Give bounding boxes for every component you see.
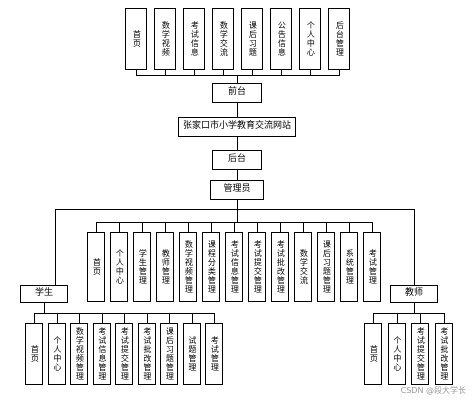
admin-item: 课程分类管理 bbox=[202, 232, 220, 302]
frontend-item: 课后习题 bbox=[241, 8, 263, 70]
admin-item-connector bbox=[257, 222, 258, 232]
admin-item: 考试信息管理 bbox=[225, 232, 243, 302]
site-to-backend-line bbox=[237, 137, 238, 150]
admin-item: 课后习题管理 bbox=[317, 232, 335, 302]
admin-to-role-bus-line bbox=[237, 200, 238, 209]
admin-item-connector bbox=[349, 222, 350, 232]
student-item: 考试提交管理 bbox=[115, 323, 133, 385]
frontend-item-connector bbox=[281, 70, 282, 75]
admin-drop-line bbox=[237, 200, 238, 222]
admin-item: 数学视频管理 bbox=[179, 232, 197, 302]
admin-item-connector bbox=[234, 222, 235, 232]
admin-item: 考试批改管理 bbox=[271, 232, 289, 302]
admin-box: 管理员 bbox=[210, 180, 264, 200]
student-item: 考试信息管理 bbox=[92, 323, 111, 385]
admin-item-connector bbox=[96, 222, 97, 232]
admin-item: 教师管理 bbox=[156, 232, 174, 302]
frontend-item-connector bbox=[310, 70, 311, 75]
watermark: CSDN @段大学长 bbox=[400, 386, 466, 395]
student-item-connector bbox=[191, 313, 193, 323]
student-item-connector bbox=[146, 313, 148, 323]
teacher-item-connector bbox=[420, 313, 421, 323]
student-item-connector bbox=[56, 313, 58, 323]
admin-item: 系统管理 bbox=[340, 232, 358, 302]
student-item: 数学视频管理 bbox=[70, 323, 88, 385]
admin-item: 数学交流 bbox=[294, 232, 312, 302]
frontend-box: 前台 bbox=[212, 83, 262, 103]
role-bus-line bbox=[55, 209, 415, 210]
frontend-to-site-line bbox=[237, 103, 238, 117]
student-item: 课后习题管理 bbox=[160, 323, 178, 385]
admin-item-connector bbox=[211, 222, 212, 232]
frontend-item: 考试信息 bbox=[183, 8, 205, 70]
student-item: 考试管理 bbox=[205, 323, 223, 385]
teacher-drop-line bbox=[414, 303, 415, 313]
frontend-item-connector bbox=[223, 70, 224, 75]
frontend-item-connector bbox=[339, 70, 340, 75]
admin-item-connector bbox=[303, 222, 304, 232]
admin-item: 考试提交管理 bbox=[248, 232, 266, 302]
student-item-connector bbox=[34, 313, 35, 323]
admin-item-connector bbox=[326, 222, 327, 232]
admin-item-connector bbox=[372, 222, 373, 232]
student-item: 试题管理 bbox=[182, 323, 201, 385]
frontend-item: 数学交流 bbox=[212, 8, 234, 70]
admin-item: 首页 bbox=[87, 232, 105, 302]
frontend-item-connector bbox=[165, 70, 166, 75]
admin-item-connector bbox=[280, 222, 281, 232]
frontend-item: 个人中心 bbox=[299, 8, 321, 70]
teacher-item: 考试批改管理 bbox=[434, 323, 453, 385]
student-item: 考试批改管理 bbox=[137, 323, 156, 385]
frontend-item: 公告信息 bbox=[270, 8, 292, 70]
admin-item: 学生管理 bbox=[133, 232, 151, 302]
admin-item: 个人中心 bbox=[110, 232, 128, 302]
teacher-box: 教师 bbox=[390, 285, 438, 303]
admin-item: 考试管理 bbox=[363, 232, 381, 302]
frontend-item-connector bbox=[136, 70, 137, 75]
teacher-item-connector bbox=[373, 313, 374, 323]
teacher-bus-line bbox=[373, 313, 445, 314]
teacher-item-connector bbox=[396, 313, 398, 323]
backend-box: 后台 bbox=[212, 150, 262, 170]
frontend-bus-line bbox=[136, 75, 340, 76]
admin-item-connector bbox=[142, 222, 143, 232]
student-item-connector bbox=[169, 313, 170, 323]
frontend-to-bus-line bbox=[237, 75, 238, 83]
teacher-item: 首页 bbox=[364, 323, 382, 385]
teacher-item-connector bbox=[443, 313, 445, 323]
admin-item-connector bbox=[165, 222, 166, 232]
backend-to-admin-line bbox=[237, 170, 238, 180]
teacher-item: 个人中心 bbox=[387, 323, 406, 385]
student-item: 首页 bbox=[25, 323, 43, 385]
site-box: 张家口市小学教育交流网站 bbox=[178, 117, 296, 137]
student-drop-line bbox=[44, 303, 45, 313]
student-item-connector bbox=[79, 313, 80, 323]
student-item: 个人中心 bbox=[47, 323, 66, 385]
student-item-connector bbox=[124, 313, 125, 323]
student-branch-line bbox=[55, 209, 56, 285]
teacher-branch-line bbox=[414, 209, 415, 285]
student-item-connector bbox=[101, 313, 103, 323]
frontend-item: 后台管理 bbox=[328, 8, 350, 70]
student-item-connector bbox=[214, 313, 215, 323]
student-box: 学生 bbox=[20, 285, 68, 303]
frontend-item: 数学视频 bbox=[154, 8, 176, 70]
frontend-item-connector bbox=[194, 70, 195, 75]
frontend-item-connector bbox=[252, 70, 253, 75]
frontend-item: 首页 bbox=[125, 8, 147, 70]
admin-item-connector bbox=[188, 222, 189, 232]
teacher-item: 考试提交管理 bbox=[411, 323, 429, 385]
admin-item-connector bbox=[119, 222, 120, 232]
